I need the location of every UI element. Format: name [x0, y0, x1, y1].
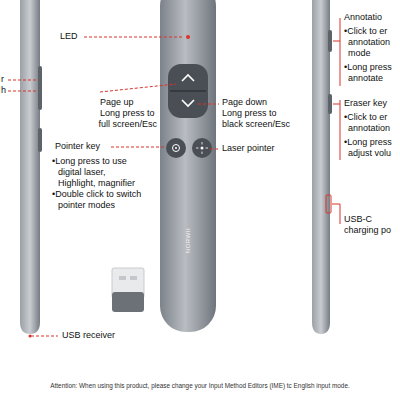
callout-label: Page down [222, 97, 267, 108]
callout-label: Pointer key [55, 141, 100, 152]
callout-label: Annotatio [344, 12, 382, 23]
bullet-text: annotate [348, 73, 383, 84]
bullet-text: •Click to er [344, 112, 387, 123]
callout-label: charging po [344, 225, 391, 236]
callout-label: Eraser key [344, 98, 387, 109]
side-view-left [8, 0, 58, 338]
bullet-text: adjust volu [348, 148, 391, 159]
bullet-text: digital laser, [58, 167, 106, 178]
cut-label: h [1, 85, 6, 96]
cut-label: r [1, 74, 4, 85]
bullet-text: annotation [348, 123, 390, 134]
bullet-text: pointer modes [58, 200, 115, 211]
bullet-text: annotation [348, 37, 390, 48]
callout-label: USB-C [344, 214, 372, 225]
bullet-text: •Long press [344, 137, 392, 148]
callout-text: black screen/Esc [222, 119, 290, 130]
usb-receiver [112, 268, 144, 312]
callout-label: Page up [100, 97, 134, 108]
callout-label: LED [60, 31, 78, 42]
bullet-text: Highlight, magnifier [58, 178, 135, 189]
callout-label: USB receiver [62, 330, 115, 341]
bullet-text: •Click to er [344, 26, 387, 37]
callout-text: full screen/Esc [98, 119, 157, 130]
callout-text: Long press to [222, 108, 277, 119]
side-view-right [312, 0, 340, 334]
callout-text: Long press to [100, 108, 155, 119]
bullet-text: •Long press to use [52, 156, 127, 167]
bullet-text: •Long press [344, 62, 392, 73]
brand-mark: NORWII [183, 221, 194, 261]
caption: Attention: When using this product, plea… [0, 381, 400, 390]
callout-label: Laser pointer [222, 143, 275, 154]
bullet-text: mode [348, 48, 371, 59]
bullet-text: •Double click to switch [52, 189, 141, 200]
